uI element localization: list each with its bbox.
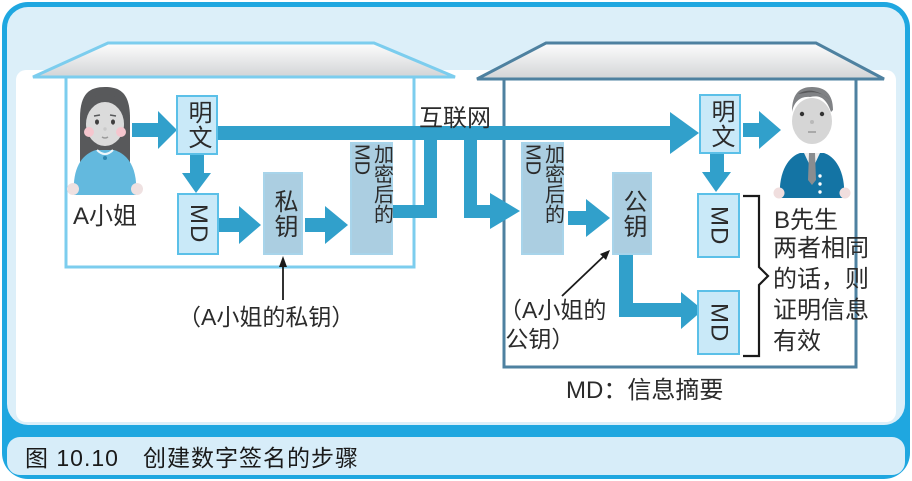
miss-a-avatar [67, 87, 143, 195]
arrow-plaintext-to-receiver-head [759, 111, 781, 149]
receiver-house-roof [476, 41, 885, 81]
arrow-plaintext-to-md-shaft [190, 155, 204, 175]
receiver-plaintext-box: 明文 [699, 94, 741, 154]
miss-a-nose [103, 127, 107, 131]
sender-md-label: MD [185, 204, 212, 244]
sender-house-roof [32, 41, 456, 79]
sender-plaintext-label: 明文 [184, 100, 211, 150]
arrow-sender-to-plaintext-shaft [132, 123, 158, 137]
receiver-md-received-box: MD [697, 193, 740, 258]
miss-a-hand [131, 183, 143, 195]
internet-label: 互联网 [419, 105, 491, 132]
internet-line [218, 126, 670, 140]
receiver-encrypted-md-label: 加密后的MD [521, 144, 564, 224]
sender-plaintext-box: 明文 [176, 95, 218, 155]
mr-b-tie [808, 153, 816, 185]
private-key-box: 私钥 [263, 172, 303, 255]
miss-a-bangs-left [86, 94, 104, 113]
receiver-encrypted-md-box: 加密后的MD [521, 142, 564, 255]
miss-a-eye [111, 119, 115, 125]
publickey-note-arrow-head [600, 250, 610, 260]
miss-a-hand [67, 183, 79, 195]
encmd-downlink-horizontal [464, 205, 491, 218]
arrow-plaintext-to-md-right-head [702, 172, 731, 192]
public-key-box: 公钥 [612, 172, 652, 255]
arrow-encmd-to-publickey-shaft [568, 211, 586, 225]
miss-a-cheek [84, 127, 94, 137]
miss-a-cheek [116, 127, 126, 137]
arrow-privatekey-to-encmd-shaft [305, 218, 325, 232]
private-key-note: （A小姐的私钥） [178, 304, 355, 330]
public-key-label: 公钥 [619, 188, 646, 239]
figure-caption: 图 10.10 创建数字签名的步骤 [25, 445, 359, 471]
publickey-note-arrow-line [561, 255, 605, 297]
receiver-name-label: B先生 [774, 207, 839, 234]
miss-a-pendant [103, 156, 107, 160]
mr-b-eye [799, 111, 805, 117]
sender-name-label: A小姐 [72, 203, 137, 230]
miss-a-face [86, 102, 124, 146]
miss-a-necklace [96, 149, 114, 155]
mr-b-avatar [773, 87, 851, 199]
arrow-sender-to-plaintext-head [158, 111, 177, 149]
sender-encrypted-md-box: 加密后的MD [350, 142, 393, 255]
privatekey-note-arrow-head [279, 256, 287, 267]
flow-arrows [132, 111, 781, 329]
private-key-label: 私钥 [270, 188, 297, 239]
miss-a-mouth [101, 136, 109, 139]
receiver-md-decrypted-label: MD [705, 302, 733, 343]
receiver-plaintext-label: 明文 [707, 99, 734, 149]
mr-b-button [818, 174, 822, 178]
publickey-l-arrow-vertical [619, 255, 633, 317]
md-comparison-brace [743, 194, 770, 358]
mr-b-nose [810, 120, 814, 124]
mr-b-hand [773, 187, 785, 199]
miss-a-dress [73, 150, 137, 195]
receiver-md-decrypted-box: MD [697, 290, 740, 355]
arrow-md-to-privatekey-shaft [219, 218, 239, 232]
arrow-md-to-privatekey-head [239, 206, 261, 244]
miss-a-eyebrow [93, 114, 101, 117]
mr-b-button [818, 182, 822, 186]
md-definition-note: MD：信息摘要 [566, 377, 724, 404]
encmd-uplink-vertical [424, 139, 437, 218]
arrow-publickey-to-md-head [681, 292, 703, 329]
miss-a-eye [95, 119, 99, 125]
arrow-plaintext-to-md-right-shaft [710, 154, 724, 172]
arrow-plaintext-to-md-head [182, 173, 211, 193]
mr-b-hand [839, 187, 851, 199]
arrow-internet-to-plaintext-head [670, 112, 699, 154]
arrow-plaintext-to-receiver-shaft [743, 123, 759, 137]
arrow-privatekey-to-encmd-head [325, 206, 348, 244]
figure-caption-bar: 图 10.10 创建数字签名的步骤 [7, 437, 905, 475]
public-key-note: （A小姐的 公钥） [499, 297, 607, 353]
sender-md-box: MD [177, 193, 219, 255]
miss-a-bangs-right [106, 94, 124, 113]
annotation-arrows [279, 250, 610, 300]
miss-a-eyebrow [109, 114, 117, 117]
sender-encrypted-md-label: 加密后的MD [350, 144, 393, 224]
encmd-downlink-vertical [464, 139, 477, 218]
publickey-l-arrow-horizontal [619, 303, 681, 317]
verification-verdict-text: 两者相同 的话，则 证明信息 有效 [773, 235, 869, 355]
receiver-md-received-label: MD [705, 205, 733, 246]
mr-b-button [818, 190, 822, 194]
arrow-encmd-to-publickey-head [586, 199, 610, 237]
arrow-downlink-to-encmd-head [490, 193, 520, 229]
mr-b-eye [819, 111, 825, 117]
